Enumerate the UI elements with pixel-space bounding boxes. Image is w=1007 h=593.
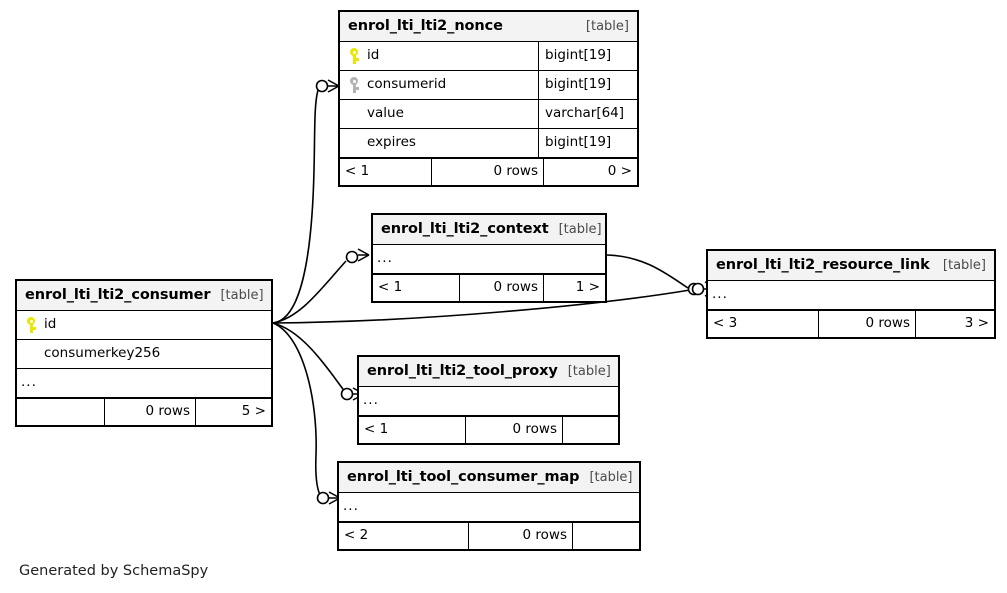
generator-caption: Generated by SchemaSpy: [19, 563, 209, 579]
footer-children-count[interactable]: 3 >: [915, 311, 994, 337]
column-name-cell: expires: [340, 129, 538, 157]
table-header: enrol_lti_lti2_nonce [table]: [340, 12, 637, 42]
edge-consumer-to-tool-consumer-map: [272, 322, 322, 498]
table-title: enrol_lti_tool_consumer_map: [347, 469, 580, 486]
footer-children-count[interactable]: 0 >: [543, 159, 637, 185]
table-footer: < 2 0 rows: [339, 522, 639, 549]
table-enrol-lti-lti2-context[interactable]: enrol_lti_lti2_context [table] ... < 1 0…: [371, 213, 607, 303]
table-type-tag: [table]: [567, 364, 611, 379]
table-enrol-lti-lti2-consumer[interactable]: enrol_lti_lti2_consumer [table] id consu…: [15, 279, 273, 427]
column-label: consumerkey256: [44, 345, 161, 362]
column-type: bigint[19]: [538, 129, 637, 157]
table-enrol-lti-lti2-nonce[interactable]: enrol_lti_lti2_nonce [table] id bigint[1…: [338, 10, 639, 187]
column-label: consumerid: [367, 76, 447, 93]
column-label: value: [367, 105, 404, 122]
footer-row-count: 0 rows: [431, 159, 543, 185]
collapsed-columns-indicator: ...: [708, 281, 994, 310]
edge-context-to-resource-link: [606, 254, 689, 289]
column-type: bigint[19]: [538, 71, 637, 99]
collapsed-columns-indicator: ...: [17, 369, 271, 398]
table-title: enrol_lti_lti2_nonce: [348, 18, 503, 35]
collapsed-columns-indicator: ...: [373, 245, 605, 274]
column-label: id: [367, 47, 380, 64]
table-footer: 0 rows 5 >: [17, 398, 271, 425]
table-title: enrol_lti_lti2_resource_link: [716, 257, 930, 274]
edge-consumer-to-nonce: [272, 89, 319, 324]
table-footer: < 1 0 rows 0 >: [340, 158, 637, 185]
table-row: value varchar[64]: [340, 100, 637, 129]
footer-children-count[interactable]: 1 >: [543, 275, 605, 301]
footer-parents-count[interactable]: < 1: [345, 163, 370, 180]
table-row: consumerkey256: [17, 340, 271, 369]
footer-row-count: 0 rows: [459, 275, 543, 301]
column-name-cell: id: [17, 311, 271, 339]
table-type-tag: [table]: [585, 19, 629, 34]
footer-row-count: 0 rows: [104, 399, 195, 425]
footer-parents-count[interactable]: < 1: [378, 279, 403, 296]
edge-consumer-to-context: [272, 260, 347, 324]
table-footer: < 1 0 rows 1 >: [373, 274, 605, 301]
column-type: bigint[19]: [538, 42, 637, 70]
footer-parents-count: [17, 399, 104, 425]
table-footer: < 3 0 rows 3 >: [708, 310, 994, 337]
column-label: id: [44, 316, 57, 333]
table-row: expires bigint[19]: [340, 129, 637, 158]
table-header: enrol_lti_lti2_resource_link [table]: [708, 251, 994, 281]
table-header: enrol_lti_lti2_tool_proxy [table]: [359, 357, 618, 387]
table-row: id bigint[19]: [340, 42, 637, 71]
edge-consumer-to-tool-proxy: [272, 322, 346, 393]
table-type-tag: [table]: [942, 258, 986, 273]
table-header: enrol_lti_tool_consumer_map [table]: [339, 463, 639, 493]
crowfoot-context: [357, 248, 370, 262]
column-label: expires: [367, 134, 416, 151]
column-name-cell: consumerid: [340, 71, 538, 99]
table-enrol-lti-tool-consumer-map[interactable]: enrol_lti_tool_consumer_map [table] ... …: [337, 461, 641, 551]
column-name-cell: id: [340, 42, 538, 70]
table-footer: < 1 0 rows: [359, 416, 618, 443]
footer-parents-count[interactable]: < 3: [713, 315, 738, 332]
table-type-tag: [table]: [220, 288, 264, 303]
footer-row-count: 0 rows: [818, 311, 915, 337]
table-title: enrol_lti_lti2_consumer: [25, 287, 211, 304]
collapsed-columns-indicator: ...: [339, 493, 639, 522]
table-type-tag: [table]: [589, 470, 633, 485]
footer-row-count: 0 rows: [468, 523, 572, 549]
footer-parents-count[interactable]: < 1: [364, 421, 389, 438]
cardinality-circle-resource-link-b: [691, 282, 705, 296]
cardinality-circle-context: [345, 250, 359, 264]
table-row: id: [17, 311, 271, 340]
table-row: consumerid bigint[19]: [340, 71, 637, 100]
primary-key-icon: [25, 316, 38, 334]
table-header: enrol_lti_lti2_context [table]: [373, 215, 605, 245]
footer-children-count: [572, 523, 639, 549]
table-enrol-lti-lti2-tool-proxy[interactable]: enrol_lti_lti2_tool_proxy [table] ... < …: [357, 355, 620, 445]
footer-row-count: 0 rows: [465, 417, 562, 443]
cardinality-circle-tool-proxy: [340, 387, 354, 401]
foreign-key-icon: [348, 76, 361, 94]
column-name-cell: value: [340, 100, 538, 128]
footer-children-count[interactable]: 5 >: [195, 399, 271, 425]
table-title: enrol_lti_lti2_context: [381, 221, 549, 238]
table-title: enrol_lti_lti2_tool_proxy: [367, 363, 558, 380]
collapsed-columns-indicator: ...: [359, 387, 618, 416]
column-name-cell: consumerkey256: [17, 340, 271, 368]
table-type-tag: [table]: [558, 222, 602, 237]
primary-key-icon: [348, 47, 361, 65]
table-header: enrol_lti_lti2_consumer [table]: [17, 281, 271, 311]
cardinality-circle-nonce: [315, 79, 329, 93]
column-type: varchar[64]: [538, 100, 637, 128]
table-enrol-lti-lti2-resource-link[interactable]: enrol_lti_lti2_resource_link [table] ...…: [706, 249, 996, 339]
cardinality-circle-resource-link-a: [687, 282, 701, 296]
cardinality-circle-tool-consumer-map: [316, 491, 330, 505]
footer-parents-count[interactable]: < 2: [344, 527, 369, 544]
footer-children-count: [562, 417, 618, 443]
